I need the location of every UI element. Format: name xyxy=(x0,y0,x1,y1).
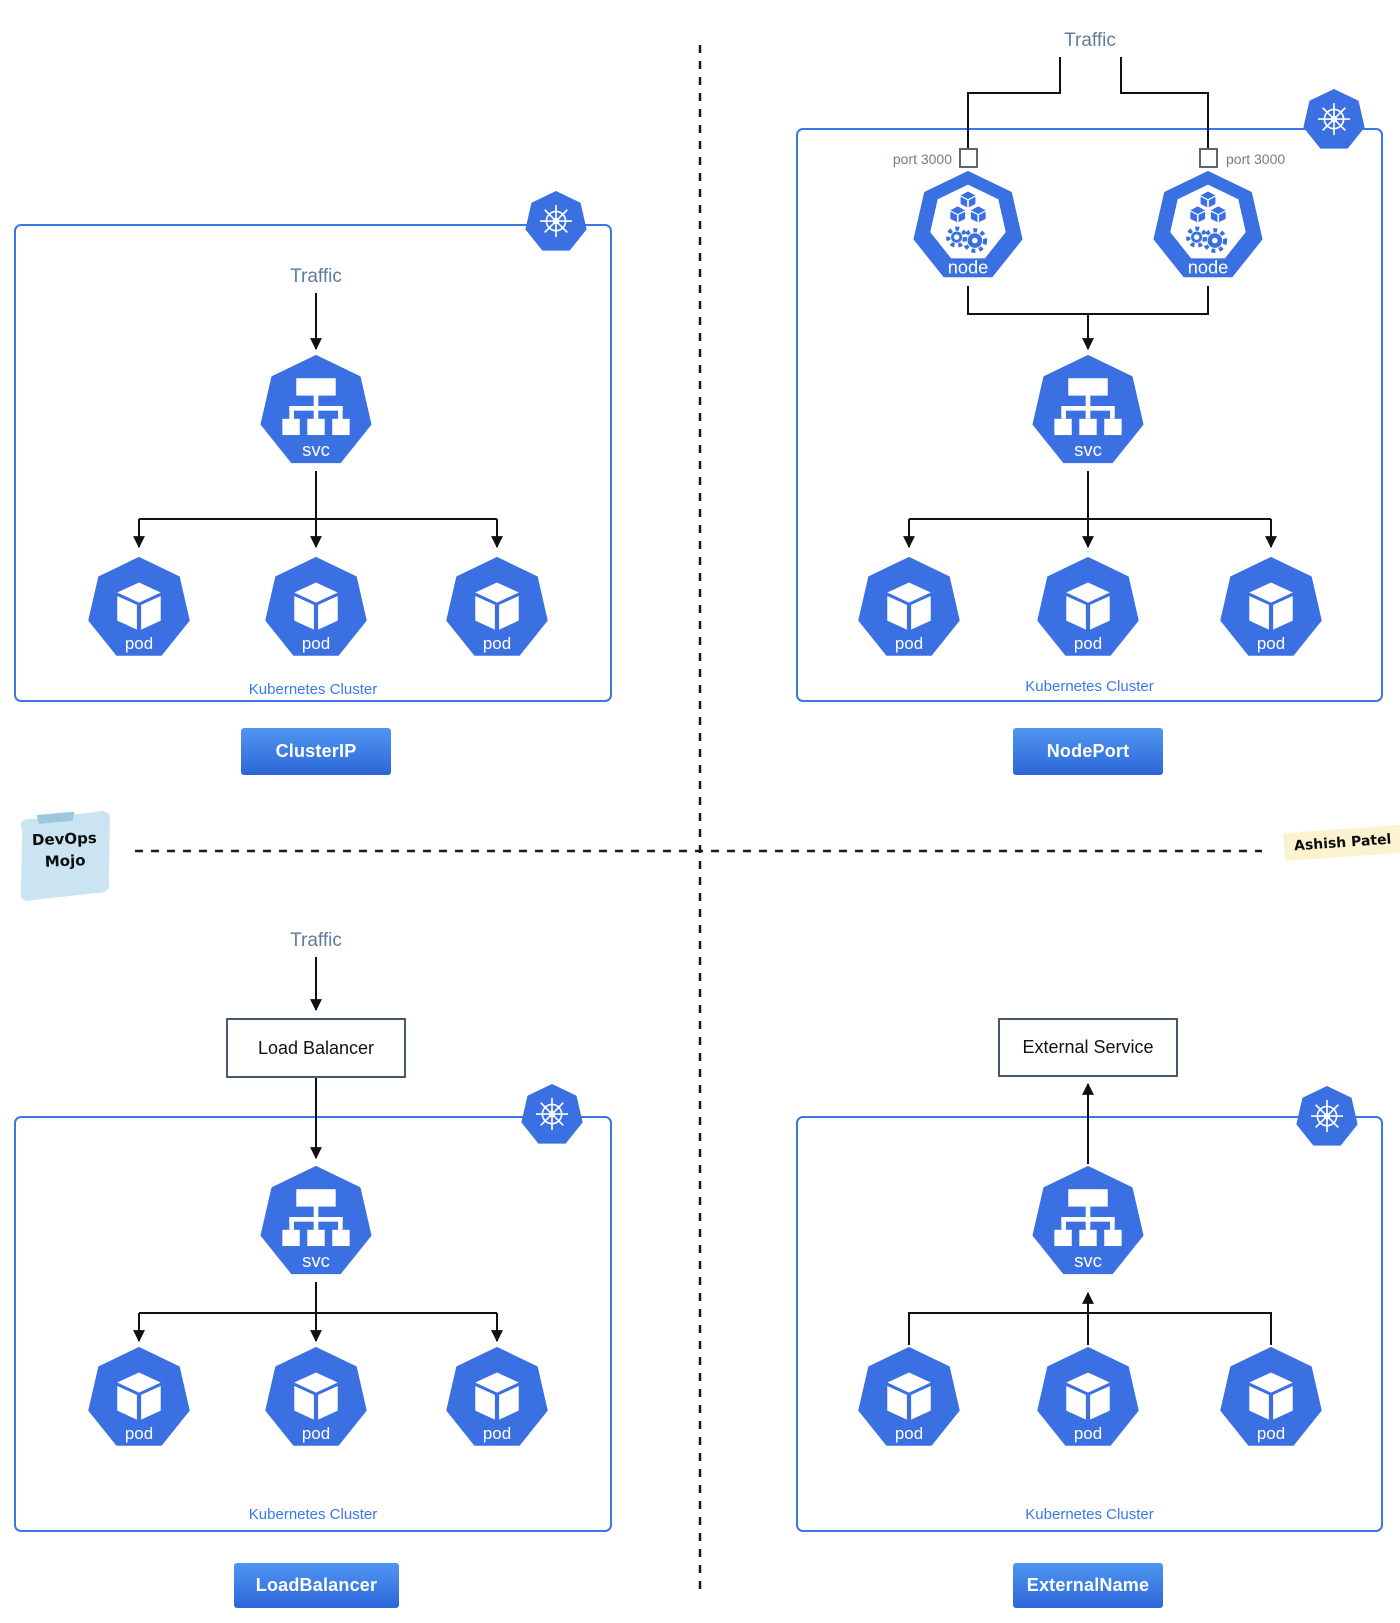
pod-icon: pod xyxy=(856,1347,962,1453)
svc-icon: svc xyxy=(258,355,374,471)
node-icon-label: node xyxy=(1188,257,1229,278)
pod-icon-label: pod xyxy=(1257,1424,1285,1443)
cluster-box-label: Kubernetes Cluster xyxy=(248,1506,378,1523)
sticker-brand-line2: Mojo xyxy=(44,851,86,871)
traffic-label: Traffic xyxy=(1064,30,1116,51)
cluster-box-externalname xyxy=(796,1116,1383,1532)
kubernetes-logo-icon xyxy=(1295,1086,1359,1150)
pod-icon-label: pod xyxy=(483,1424,511,1443)
node-port-square xyxy=(959,148,978,168)
port-label: port 3000 xyxy=(1226,151,1286,167)
loadbalancer-connectors xyxy=(133,957,503,1343)
kubernetes-logo-icon xyxy=(520,1084,584,1148)
kubernetes-logo-icon xyxy=(524,191,588,255)
pod-icon-label: pod xyxy=(302,634,330,653)
traffic-label: Traffic xyxy=(290,930,342,951)
svc-icon-label: svc xyxy=(1074,1250,1102,1271)
port-label: port 3000 xyxy=(892,151,952,167)
cluster-box-nodeport xyxy=(796,128,1383,702)
nodeport-connectors xyxy=(903,57,1277,549)
loadbalancer-title-badge: LoadBalancer xyxy=(234,1563,399,1608)
pod-icon-label: pod xyxy=(1074,634,1102,653)
pod-icon-label: pod xyxy=(895,634,923,653)
cluster-box-label: Kubernetes Cluster xyxy=(1025,678,1154,695)
node-port-square xyxy=(1199,148,1218,168)
pod-icon: pod xyxy=(856,557,962,663)
pod-icon-label: pod xyxy=(302,1424,330,1443)
pod-icon: pod xyxy=(1035,1347,1141,1453)
cluster-box-loadbalancer xyxy=(14,1116,612,1532)
pod-icon: pod xyxy=(86,557,192,663)
pod-icon: pod xyxy=(1218,557,1324,663)
cluster-box-clusterip xyxy=(14,224,612,702)
cluster-box-label: Kubernetes Cluster xyxy=(1025,1506,1154,1523)
clusterip-title-badge: ClusterIP xyxy=(241,728,391,775)
external-service-box: External Service xyxy=(998,1018,1178,1077)
svc-icon: svc xyxy=(1030,355,1146,471)
quadrant-dividers xyxy=(135,45,1262,1590)
sticker-blob xyxy=(20,811,110,901)
pod-icon: pod xyxy=(444,1347,550,1453)
externalname-connectors xyxy=(908,1082,1272,1345)
devops-mojo-sticker: DevOps Mojo xyxy=(12,810,117,902)
clusterip-connectors xyxy=(133,293,503,549)
node-icon-label: node xyxy=(948,257,989,278)
svc-icon-label: svc xyxy=(302,1250,330,1271)
pod-icon: pod xyxy=(1218,1347,1324,1453)
node-icon: node xyxy=(1151,170,1265,286)
svc-icon-label: svc xyxy=(302,439,330,460)
pod-icon-label: pod xyxy=(483,634,511,653)
svc-icon: svc xyxy=(258,1166,374,1282)
pod-icon-label: pod xyxy=(125,1424,153,1443)
node-icon: node xyxy=(911,170,1025,286)
pod-icon: pod xyxy=(263,1347,369,1453)
svc-icon-label: svc xyxy=(1074,439,1102,460)
pod-icon-label: pod xyxy=(125,634,153,653)
pod-icon-label: pod xyxy=(1074,1424,1102,1443)
nodeport-title-badge: NodePort xyxy=(1013,728,1163,775)
pod-icon: pod xyxy=(444,557,550,663)
pod-icon: pod xyxy=(1035,557,1141,663)
svc-icon: svc xyxy=(1030,1166,1146,1282)
load-balancer-box: Load Balancer xyxy=(226,1018,406,1078)
pod-icon: pod xyxy=(86,1347,192,1453)
externalname-title-badge: ExternalName xyxy=(1013,1563,1163,1608)
cluster-box-label: Kubernetes Cluster xyxy=(248,681,378,698)
pod-icon-label: pod xyxy=(1257,634,1285,653)
kubernetes-logo-icon xyxy=(1302,89,1366,153)
pod-icon: pod xyxy=(263,557,369,663)
pod-icon-label: pod xyxy=(895,1424,923,1443)
traffic-label: Traffic xyxy=(290,266,342,287)
